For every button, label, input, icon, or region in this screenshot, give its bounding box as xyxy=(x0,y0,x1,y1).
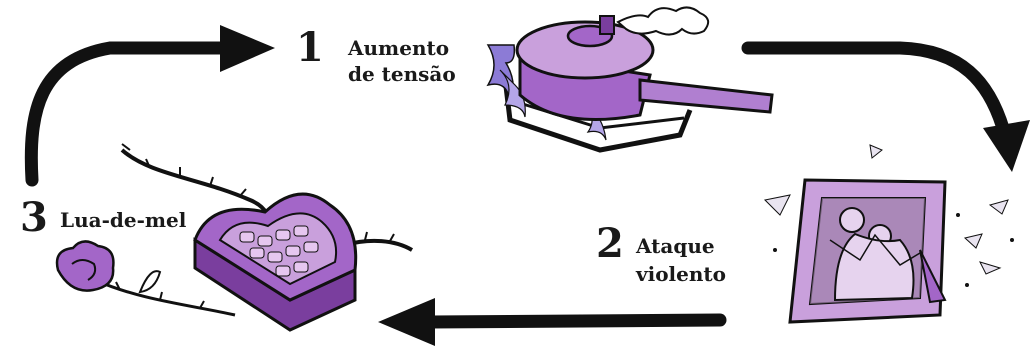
stage-2-title-line1: Ataque xyxy=(636,234,715,258)
pressure-cooker-icon xyxy=(486,6,774,153)
stage-2-title-line2: violento xyxy=(636,262,726,286)
stage-2-number: 2 xyxy=(596,220,624,267)
stage-3-label: 3 Lua-de-mel xyxy=(20,198,230,242)
arrow-2-to-3 xyxy=(378,298,727,346)
stage-2-label: 2 Ataque violento xyxy=(596,222,766,292)
arrow-3-to-1 xyxy=(24,25,275,187)
stage-1-label: 1 Aumento de tensão xyxy=(296,28,476,98)
stage-1-title-line2: de tensão xyxy=(348,62,456,86)
broken-photo-frame-icon xyxy=(763,144,1014,324)
heart-chocolate-box-and-rose-icon xyxy=(55,143,414,332)
arrow-1-to-2 xyxy=(741,41,1030,172)
stage-1-title-line1: Aumento xyxy=(348,36,450,60)
stage-3-title: Lua-de-mel xyxy=(60,208,187,232)
stage-3-number: 3 xyxy=(20,194,48,241)
stage-1-number: 1 xyxy=(296,24,324,71)
